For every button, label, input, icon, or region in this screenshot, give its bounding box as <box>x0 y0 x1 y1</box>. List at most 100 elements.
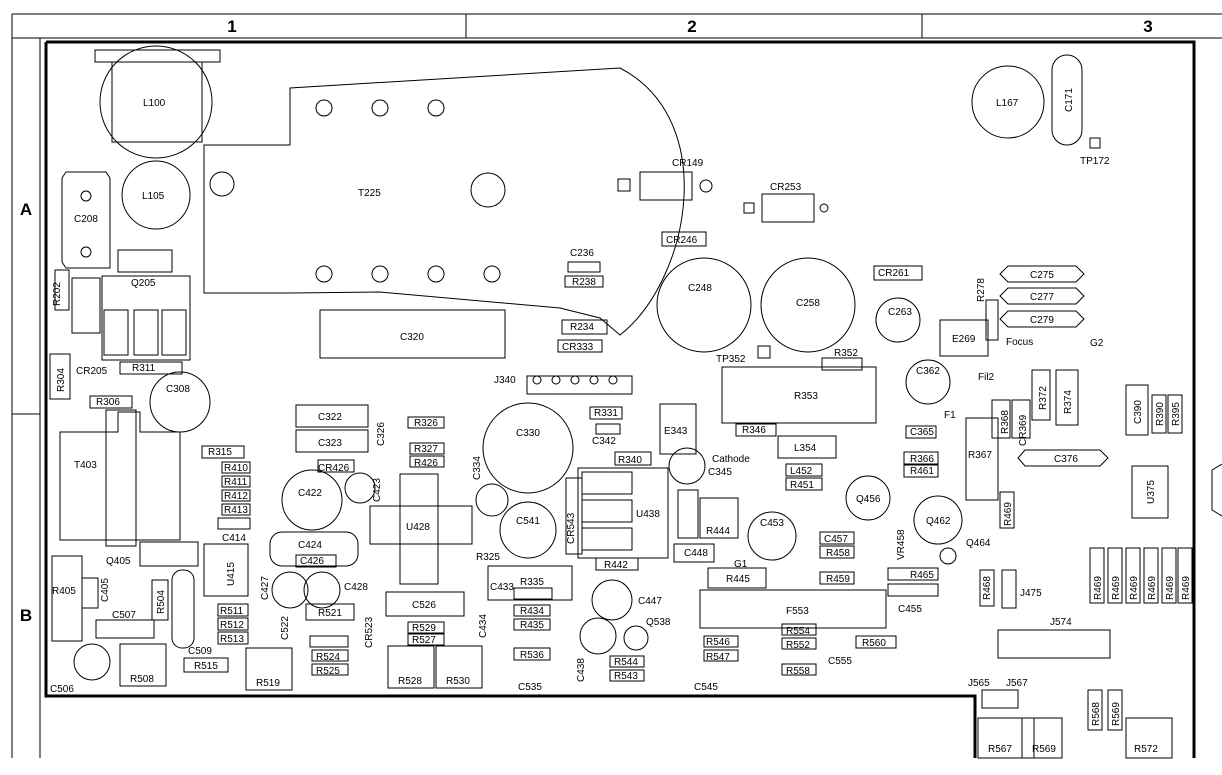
label-C345: C345 <box>708 467 732 478</box>
label-VR458: VR458 <box>896 529 907 560</box>
label-R527: R527 <box>412 635 436 646</box>
label-R390: R390 <box>1155 402 1166 426</box>
label-J574: J574 <box>1050 617 1072 628</box>
label-C545: C545 <box>694 682 718 693</box>
grid-row-b: B <box>20 606 32 625</box>
j340-pins <box>532 375 618 385</box>
label-CR369: CR369 <box>1018 414 1029 446</box>
label-Fil2: Fil2 <box>978 372 995 383</box>
label-R547: R547 <box>706 652 730 663</box>
label-R536: R536 <box>520 650 544 661</box>
label-U428: U428 <box>406 522 430 533</box>
t225-outline <box>203 67 685 336</box>
label-CR261: CR261 <box>878 268 910 279</box>
label-R326: R326 <box>414 418 438 429</box>
board-outline <box>44 40 1196 758</box>
label-C509: C509 <box>188 646 212 657</box>
label-R413: R413 <box>224 505 248 516</box>
label-R558: R558 <box>786 666 810 677</box>
label-C438: C438 <box>576 658 587 682</box>
label-C555: C555 <box>828 656 852 667</box>
grid-col-3: 3 <box>1143 17 1152 36</box>
label-R444: R444 <box>706 526 730 537</box>
label-R434: R434 <box>520 606 544 617</box>
label-C447: C447 <box>638 596 662 607</box>
label-U375: U375 <box>1146 480 1157 504</box>
grid-frame: 1 2 3 A B <box>11 13 1222 758</box>
label-CR205: CR205 <box>76 366 108 377</box>
label-C236: C236 <box>570 248 594 259</box>
label-C326: C326 <box>376 422 387 446</box>
label-F1: F1 <box>944 410 956 421</box>
label-Cathode: Cathode <box>712 454 750 465</box>
label-C526: C526 <box>412 600 436 611</box>
label-C535: C535 <box>518 682 542 693</box>
label-R372: R372 <box>1038 386 1049 410</box>
label-C362: C362 <box>916 366 940 377</box>
label-R304: R304 <box>56 368 67 392</box>
label-C506: C506 <box>50 684 74 695</box>
label-J565: J565 <box>968 678 990 689</box>
label-C414: C414 <box>222 533 246 544</box>
label-L354: L354 <box>794 443 817 454</box>
label-C308: C308 <box>166 384 190 395</box>
label-R202: R202 <box>52 282 63 306</box>
label-R451: R451 <box>790 480 814 491</box>
label-R325: R325 <box>476 552 500 563</box>
label-R442: R442 <box>604 560 628 571</box>
label-L452: L452 <box>790 466 813 477</box>
grid-row-a: A <box>20 200 32 219</box>
label-CR333: CR333 <box>562 342 594 353</box>
label-R374: R374 <box>1063 390 1074 414</box>
label-C457: C457 <box>824 534 848 545</box>
label-C263: C263 <box>888 307 912 318</box>
label-R331: R331 <box>594 408 618 419</box>
label-C390: C390 <box>1133 400 1144 424</box>
label-C434: C434 <box>478 614 489 638</box>
label-Q405: Q405 <box>106 556 131 567</box>
label-C453: C453 <box>760 518 784 529</box>
label-R352: R352 <box>834 348 858 359</box>
label-R508: R508 <box>130 674 154 685</box>
label-R306: R306 <box>96 397 120 408</box>
label-G2: G2 <box>1090 338 1104 349</box>
label-R412: R412 <box>224 491 248 502</box>
component-labels: L100 L105 C208 R202 Q205 CR205 R304 R311… <box>50 88 1192 755</box>
label-U438: U438 <box>636 509 660 520</box>
label-TP352: TP352 <box>716 354 746 365</box>
label-R525: R525 <box>316 666 340 677</box>
label-R469-c: R469 <box>1111 576 1122 600</box>
label-C248: C248 <box>688 283 712 294</box>
label-R572: R572 <box>1134 744 1158 755</box>
label-R346: R346 <box>742 425 766 436</box>
label-C376: C376 <box>1054 454 1078 465</box>
label-R568: R568 <box>1091 702 1102 726</box>
label-R353: R353 <box>794 391 818 402</box>
label-R469-a: R469 <box>1003 502 1014 526</box>
label-C427: C427 <box>260 576 271 600</box>
label-R278: R278 <box>976 278 987 302</box>
label-C522: C522 <box>280 616 291 640</box>
label-Q538: Q538 <box>646 617 671 628</box>
label-R528: R528 <box>398 676 422 687</box>
label-C426: C426 <box>300 556 324 567</box>
label-Q205: Q205 <box>131 278 156 289</box>
label-R469-b: R469 <box>1093 576 1104 600</box>
grid-col-1: 1 <box>227 17 236 36</box>
label-C507: C507 <box>112 610 136 621</box>
label-C322: C322 <box>318 412 342 423</box>
label-R465: R465 <box>910 570 934 581</box>
label-C334: C334 <box>472 456 483 480</box>
label-C433: C433 <box>490 582 514 593</box>
label-R546: R546 <box>706 637 730 648</box>
label-R368: R368 <box>1000 410 1011 434</box>
label-R569-b: R569 <box>1111 702 1122 726</box>
label-R544: R544 <box>614 657 638 668</box>
label-J340: J340 <box>494 375 516 386</box>
label-E343: E343 <box>664 426 688 437</box>
label-C342: C342 <box>592 436 616 447</box>
label-R411: R411 <box>224 477 248 488</box>
label-R543: R543 <box>614 671 638 682</box>
label-C455: C455 <box>898 604 922 615</box>
